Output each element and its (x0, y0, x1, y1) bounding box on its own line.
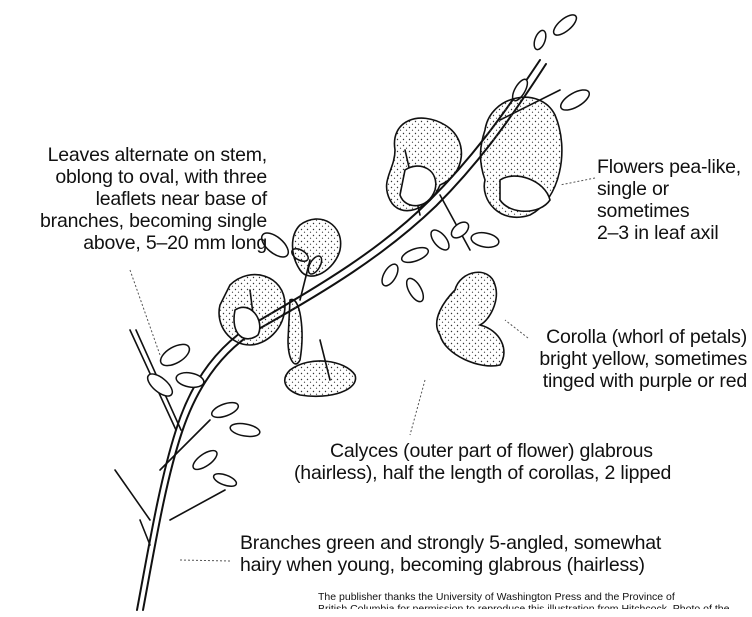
publisher-credit: The publisher thanks the University of W… (318, 591, 729, 609)
leaves-label-line: oblong to oval, with three (40, 166, 267, 188)
leader-calyces (410, 380, 425, 435)
leaves-label-line: above, 5–20 mm long (40, 232, 267, 254)
calyces-label: Calyces (outer part of flower) glabrous … (294, 440, 671, 484)
leaves-label-line: Leaves alternate on stem, (40, 144, 267, 166)
corolla-label-line: Corolla (whorl of petals) (539, 326, 747, 348)
corolla-label-line: bright yellow, sometimes (539, 348, 747, 370)
branches-label-line: hairy when young, becoming glabrous (hai… (240, 554, 661, 576)
leader-branches (180, 560, 230, 561)
leaves-label-line: branches, becoming single (40, 210, 267, 232)
flowers-label-line: sometimes (597, 200, 741, 222)
branches-label-line: Branches green and strongly 5-angled, so… (240, 532, 661, 554)
flowers-label-line: Flowers pea-like, (597, 156, 741, 178)
flowers-label-line: 2–3 in leaf axil (597, 222, 741, 244)
branches-label: Branches green and strongly 5-angled, so… (240, 532, 661, 576)
flowers-label: Flowers pea-like, single or sometimes 2–… (597, 156, 741, 244)
flowers-label-line: single or (597, 178, 741, 200)
credit-line-2: British Columbia for permission to repro… (318, 603, 729, 609)
leaves-label-line: leaflets near base of (40, 188, 267, 210)
calyces-label-line: Calyces (outer part of flower) glabrous (294, 440, 671, 462)
corolla-label-line: tinged with purple or red (539, 370, 747, 392)
leaves-label: Leaves alternate on stem, oblong to oval… (40, 144, 267, 254)
calyces-label-line: (hairless), half the length of corollas,… (294, 462, 671, 484)
leader-flowers (560, 178, 595, 185)
corolla-label: Corolla (whorl of petals) bright yellow,… (539, 326, 747, 392)
leader-leaves (130, 270, 160, 355)
credit-line-1: The publisher thanks the University of W… (318, 591, 729, 603)
leader-corolla (505, 320, 528, 338)
